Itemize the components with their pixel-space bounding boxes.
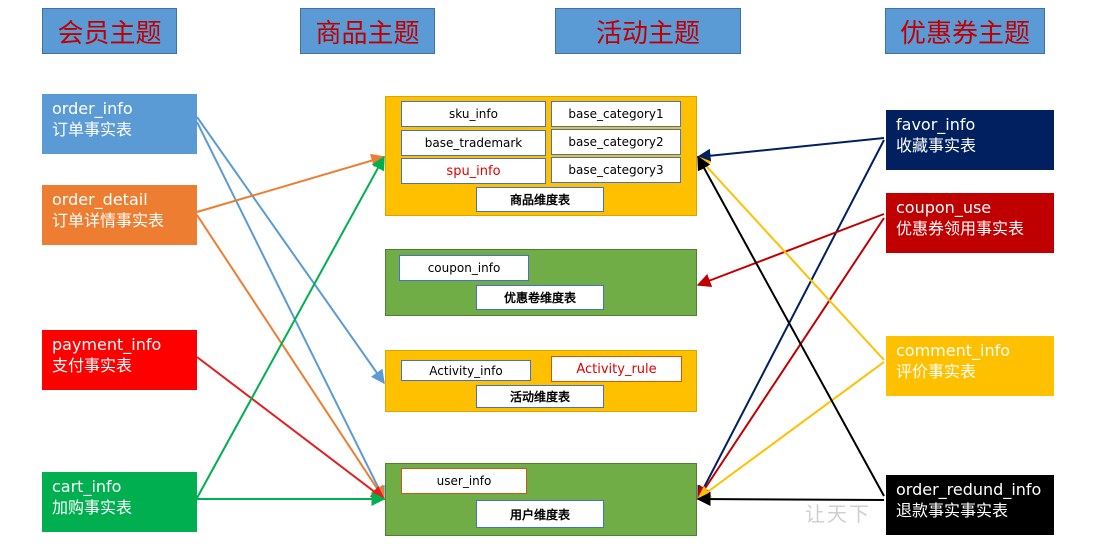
edge-order-redund-to-user (696, 492, 885, 507)
fact-order-redund-info: order_redund_info 退款事实事实表 (886, 475, 1054, 535)
edge-cart-info-to-goods (196, 155, 385, 499)
edge-payment-info-to-user (196, 356, 386, 500)
fact-desc: 支付事实表 (52, 356, 133, 375)
edge-order-redund-to-goods (697, 155, 885, 497)
dim-label-coupon: 优惠卷维度表 (476, 285, 604, 310)
fact-order-info: order_info 订单事实表 (42, 94, 197, 154)
fact-name: favor_info (896, 115, 976, 134)
fact-comment-info: comment_info 评价事实表 (886, 336, 1054, 396)
edge-order-detail-to-goods (196, 153, 386, 213)
fact-desc: 加购事实表 (52, 498, 133, 517)
edge-favor-info-to-user (697, 139, 885, 501)
fact-desc: 退款事实事实表 (896, 501, 1009, 520)
edge-coupon-use-to-coupon (696, 213, 885, 288)
dim-label-activity: 活动维度表 (476, 385, 604, 408)
fact-order-detail: order_detail 订单详情事实表 (42, 185, 197, 245)
fact-desc: 评价事实表 (896, 362, 977, 381)
edge-order-detail-to-user (196, 214, 385, 501)
fact-cart-info: cart_info 加购事实表 (42, 472, 197, 532)
fact-name: coupon_use (896, 198, 992, 217)
dim-label-goods: 商品维度表 (476, 187, 604, 212)
table-base-category1: base_category1 (551, 101, 681, 127)
table-activity-rule: Activity_rule (551, 356, 682, 382)
edge-order-info-to-activity (196, 116, 385, 385)
fact-desc: 优惠券领用事实表 (896, 219, 1025, 238)
edge-comment-info-to-goods (697, 155, 885, 361)
edge-comment-info-to-user (696, 361, 885, 500)
fact-name: cart_info (52, 477, 122, 496)
fact-desc: 订单详情事实表 (52, 211, 165, 230)
edge-order-info-to-user (196, 121, 385, 501)
watermark: 让天下 (805, 502, 871, 526)
fact-desc: 订单事实表 (52, 120, 133, 139)
table-coupon-info: coupon_info (399, 255, 529, 281)
fact-name: order_info (52, 99, 133, 118)
fact-payment-info: payment_info 支付事实表 (42, 330, 197, 390)
edge-favor-info-to-goods (696, 137, 885, 163)
fact-name: payment_info (52, 335, 162, 354)
dim-label-user: 用户维度表 (476, 500, 604, 528)
header-member-theme: 会员主题 (42, 8, 177, 54)
table-activity-info: Activity_info (401, 360, 531, 381)
fact-name: comment_info (896, 341, 1011, 360)
table-spu-info: spu_info (401, 158, 546, 184)
table-base-trademark: base_trademark (401, 130, 546, 156)
table-user-info: user_info (401, 468, 527, 494)
edge-coupon-use-to-user (697, 217, 885, 501)
fact-favor-info: favor_info 收藏事实表 (886, 110, 1054, 170)
fact-name: order_detail (52, 190, 148, 209)
fact-name: order_redund_info (896, 480, 1042, 499)
fact-coupon-use: coupon_use 优惠券领用事实表 (886, 193, 1054, 253)
table-base-category2: base_category2 (551, 129, 681, 155)
fact-desc: 收藏事实表 (896, 136, 977, 155)
table-base-category3: base_category3 (551, 157, 681, 183)
header-coupon-theme: 优惠券主题 (885, 8, 1045, 54)
header-activity-theme: 活动主题 (555, 8, 741, 54)
table-sku-info: sku_info (401, 101, 546, 127)
header-goods-theme: 商品主题 (300, 8, 435, 54)
